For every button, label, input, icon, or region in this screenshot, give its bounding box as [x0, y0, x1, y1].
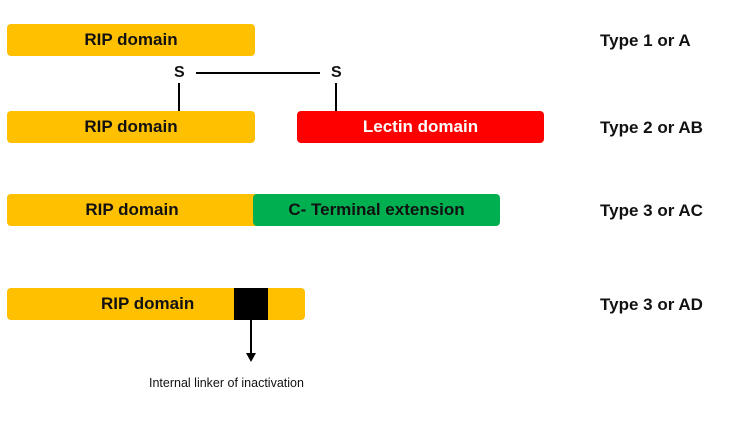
type-3-ad-label: Type 3 or AD — [600, 295, 703, 314]
rip-domain-bar-type3-ac: RIP domain — [7, 194, 257, 226]
type-3-ac-label: Type 3 or AC — [600, 201, 703, 220]
rip-domain-label: RIP domain — [101, 294, 195, 313]
rip-domain-label: RIP domain — [84, 117, 178, 136]
type-2-label: Type 2 or AB — [600, 118, 703, 137]
rip-domain-bar-type1: RIP domain — [7, 24, 255, 56]
internal-linker-note: Internal linker of inactivation — [149, 376, 304, 390]
disulfide-right-s: S — [331, 64, 342, 81]
disulfide-left-s: S — [174, 64, 185, 81]
lectin-domain-bar: Lectin domain — [297, 111, 544, 143]
rip-domain-bar-type2: RIP domain — [7, 111, 255, 143]
type-1-label: Type 1 or A — [600, 31, 691, 50]
c-terminal-extension-label: C- Terminal extension — [288, 200, 465, 219]
rip-domain-label: RIP domain — [84, 30, 178, 49]
rip-domain-label: RIP domain — [85, 200, 179, 219]
lectin-domain-label: Lectin domain — [362, 117, 479, 136]
internal-linker-block — [234, 288, 268, 320]
c-terminal-extension-bar: C- Terminal extension — [253, 194, 500, 226]
linker-arrow-head — [246, 353, 256, 362]
